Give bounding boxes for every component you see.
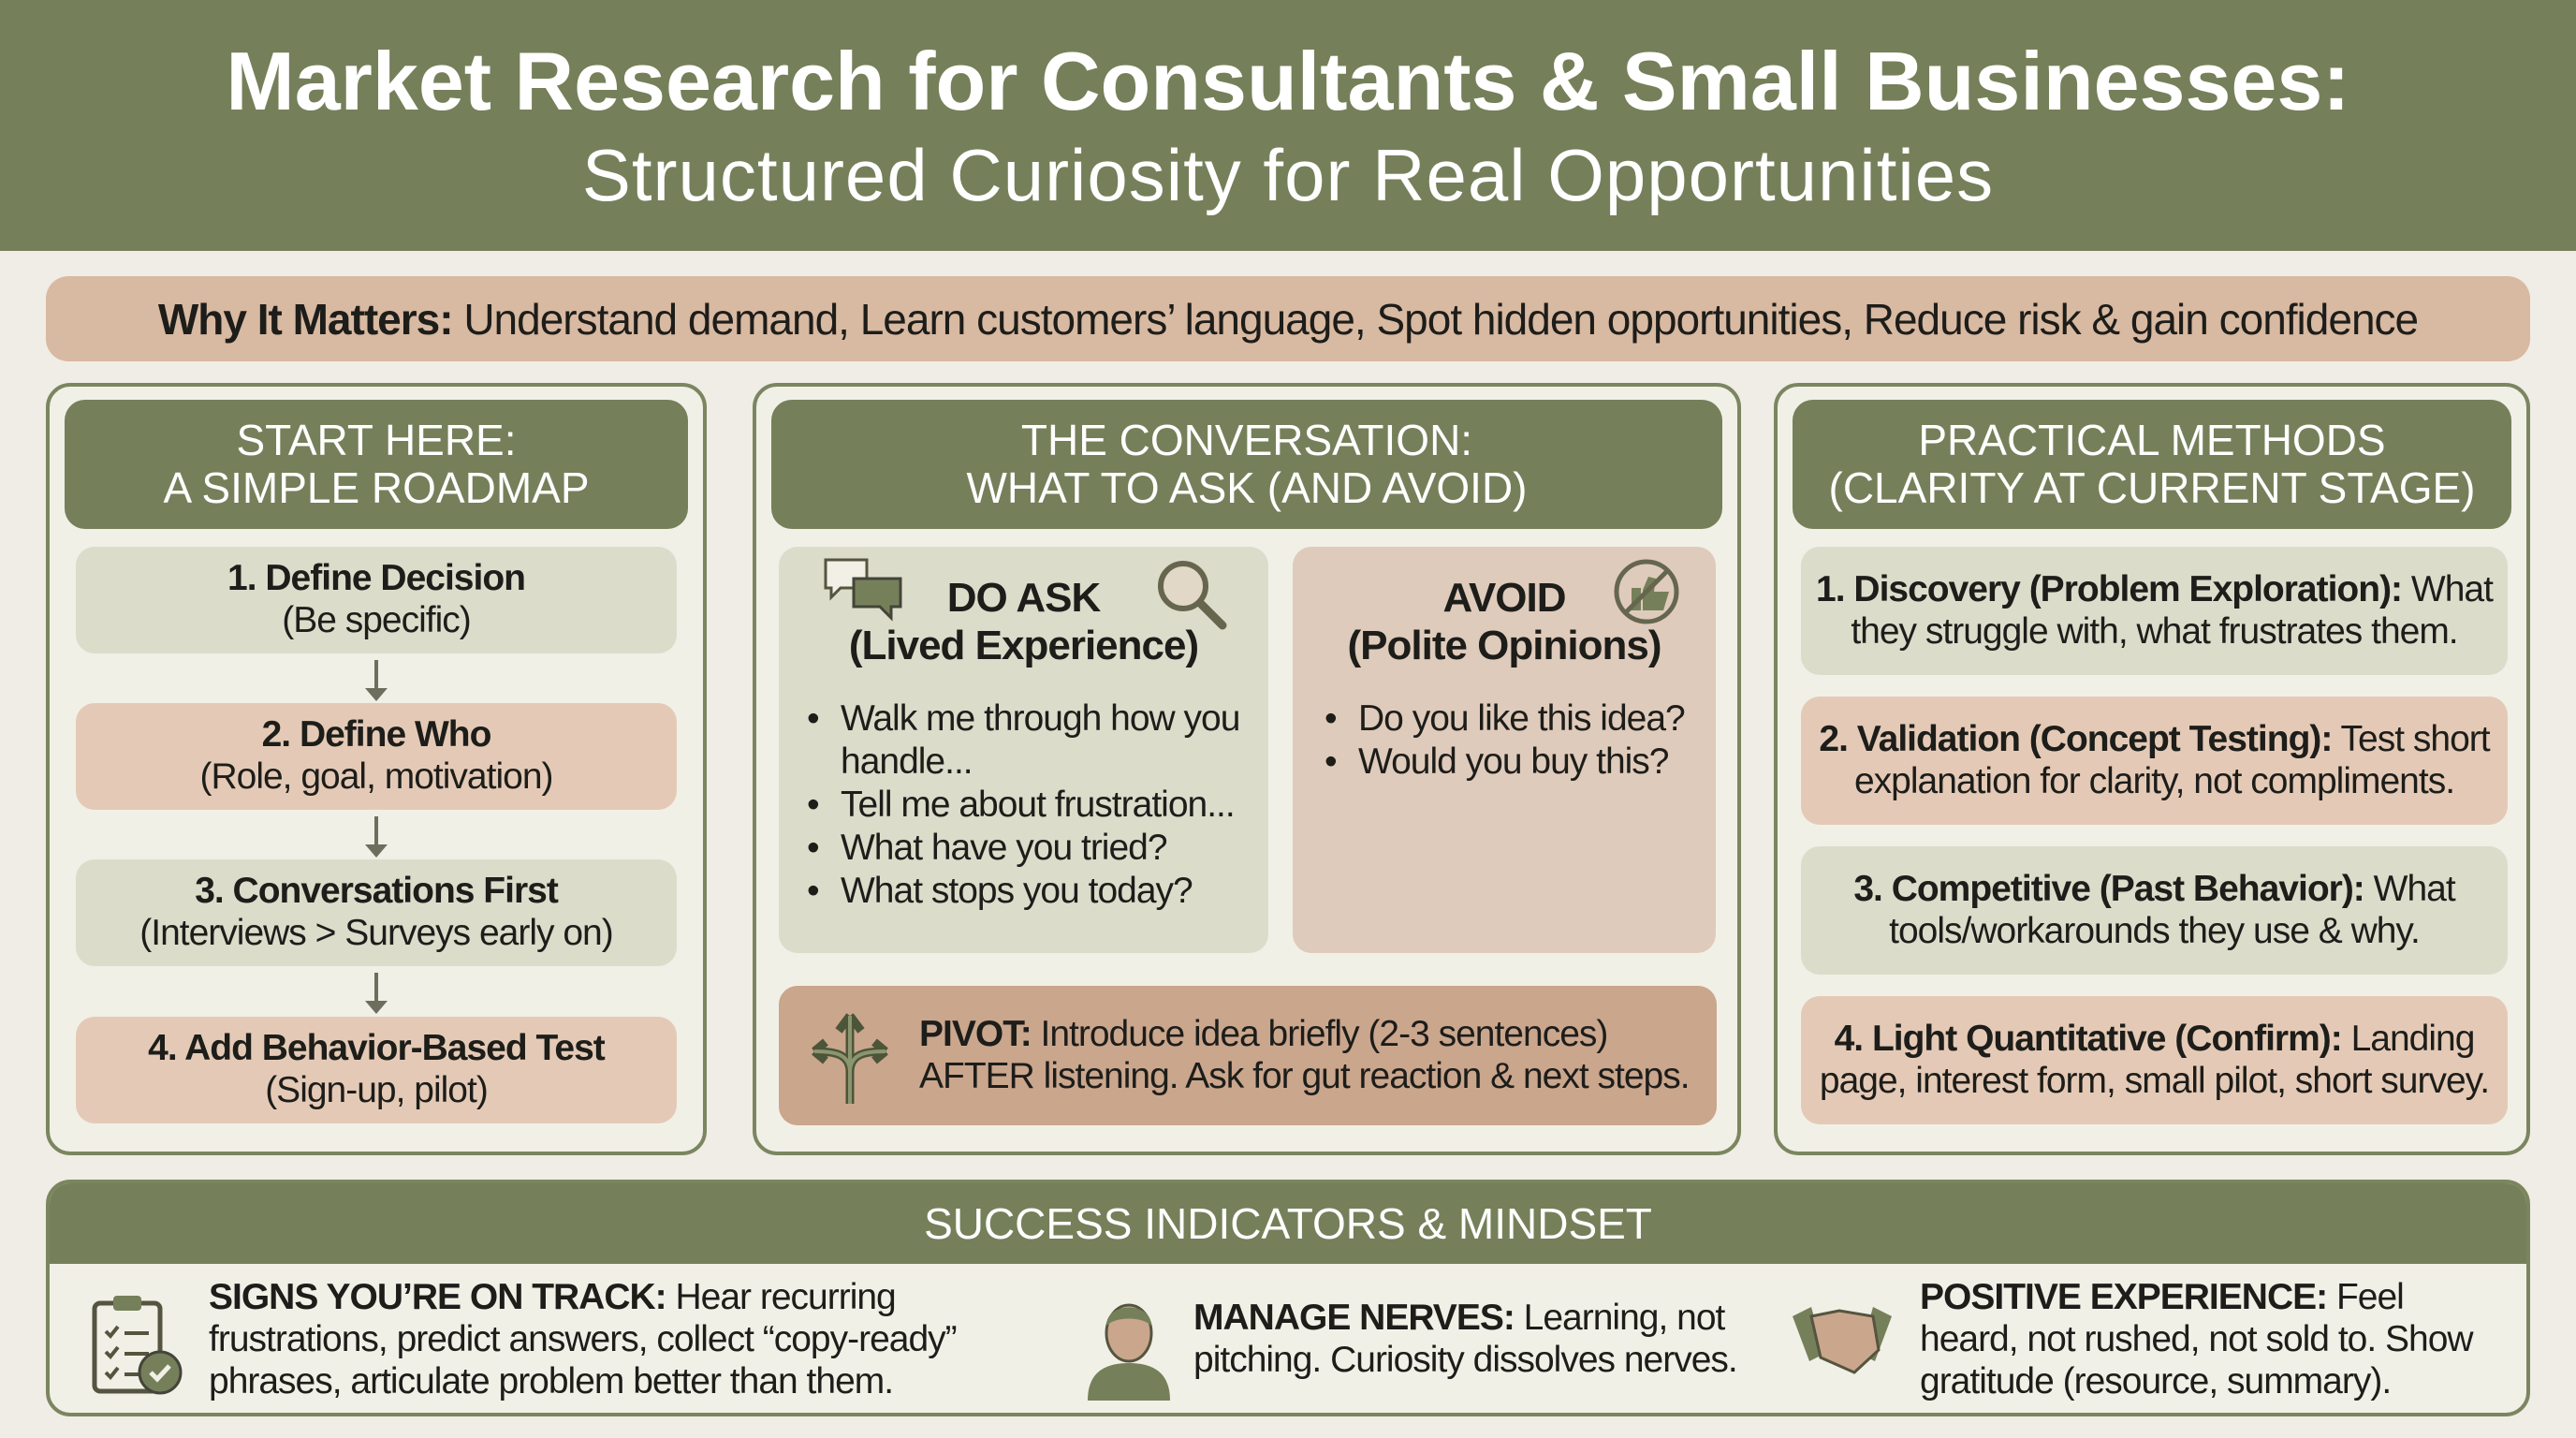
success-item-on-track: SIGNS YOU’RE ON TRACK: Hear recurring fr… bbox=[209, 1277, 1014, 1403]
no-thumbs-up-icon bbox=[1614, 559, 1679, 624]
roadmap-header: START HERE:A SIMPLE ROADMAP bbox=[65, 400, 688, 529]
method-label: 4. Light Quantitative (Confirm): bbox=[1834, 1018, 2343, 1059]
methods-panel: PRACTICAL METHODS(CLARITY AT CURRENT STA… bbox=[1774, 383, 2530, 1155]
step-sub: (Sign-up, pilot) bbox=[265, 1070, 489, 1110]
step-title: 1. Define Decision bbox=[227, 558, 526, 599]
list-item: Do you like this idea? bbox=[1325, 697, 1697, 741]
method-label: 3. Competitive (Past Behavior): bbox=[1853, 868, 2364, 909]
success-label: POSITIVE EXPERIENCE: bbox=[1920, 1277, 2328, 1317]
method-text: What they struggle with, what frustrates… bbox=[1851, 568, 2494, 652]
split-arrows-icon bbox=[812, 1013, 888, 1104]
magnifier-icon bbox=[1158, 561, 1227, 630]
success-text: Learning, not pitching. Curiosity dissol… bbox=[1193, 1298, 1738, 1380]
avoid-title: AVOID bbox=[1442, 575, 1566, 621]
method-item: 2. Validation (Concept Testing): Test sh… bbox=[1801, 697, 2508, 825]
arrow-down-icon bbox=[365, 973, 388, 1014]
step-sub: (Be specific) bbox=[282, 600, 472, 640]
roadmap-panel: START HERE:A SIMPLE ROADMAP 1. Define De… bbox=[46, 383, 707, 1155]
pivot-line-2: AFTER listening. Ask for gut reaction & … bbox=[919, 1055, 1690, 1096]
success-item-nerves: MANAGE NERVES: Learning, not pitching. C… bbox=[1193, 1298, 1793, 1382]
conversation-panel: THE CONVERSATION:WHAT TO ASK (AND AVOID)… bbox=[753, 383, 1741, 1155]
pivot-card: PIVOT: Introduce idea briefly (2-3 sente… bbox=[779, 986, 1717, 1125]
do-ask-subtitle: (Lived Experience) bbox=[848, 622, 1199, 668]
method-text: What tools/workarounds they use & why. bbox=[1889, 868, 2456, 951]
page-title: Market Research for Consultants & Small … bbox=[226, 35, 2350, 127]
method-item: 1. Discovery (Problem Exploration): What… bbox=[1801, 547, 2508, 675]
methods-title-1: PRACTICAL METHODS bbox=[1918, 416, 2386, 465]
list-item: What stops you today? bbox=[807, 870, 1250, 913]
pivot-line-1: Introduce idea briefly (2-3 sentences) bbox=[1031, 1013, 1609, 1054]
why-label: Why It Matters: bbox=[157, 294, 454, 344]
methods-title-2: (CLARITY AT CURRENT STAGE) bbox=[1828, 463, 2476, 512]
why-text: Understand demand, Learn customers’ lang… bbox=[452, 294, 2419, 344]
avoid-subtitle: (Polite Opinions) bbox=[1347, 622, 1662, 668]
pivot-label: PIVOT: bbox=[919, 1013, 1032, 1054]
conversation-header: THE CONVERSATION:WHAT TO ASK (AND AVOID) bbox=[771, 400, 1722, 529]
roadmap-title-1: START HERE: bbox=[236, 416, 517, 465]
chat-bubbles-icon bbox=[824, 558, 902, 622]
roadmap-step: 4. Add Behavior-Based Test(Sign-up, pilo… bbox=[76, 1017, 677, 1123]
methods-header: PRACTICAL METHODS(CLARITY AT CURRENT STA… bbox=[1793, 400, 2511, 529]
page-subtitle: Structured Curiosity for Real Opportunit… bbox=[581, 134, 1995, 216]
conversation-title-1: THE CONVERSATION: bbox=[1020, 416, 1473, 465]
step-title: 3. Conversations First bbox=[195, 871, 559, 912]
roadmap-step: 2. Define Who(Role, goal, motivation) bbox=[76, 703, 677, 810]
header: Market Research for Consultants & Small … bbox=[0, 0, 2576, 251]
do-ask-title: DO ASK bbox=[946, 575, 1102, 621]
success-text: Hear recurring frustrations, predict ans… bbox=[209, 1277, 958, 1401]
arrow-down-icon bbox=[365, 816, 388, 858]
list-item: Walk me through how you handle... bbox=[807, 697, 1250, 784]
success-header: SUCCESS INDICATORS & MINDSET bbox=[50, 1183, 2526, 1264]
method-item: 3. Competitive (Past Behavior): What too… bbox=[1801, 846, 2508, 975]
method-item: 4. Light Quantitative (Confirm): Landing… bbox=[1801, 996, 2508, 1124]
success-label: MANAGE NERVES: bbox=[1193, 1298, 1515, 1338]
step-sub: (Interviews > Surveys early on) bbox=[139, 913, 613, 953]
roadmap-title-2: A SIMPLE ROADMAP bbox=[163, 463, 590, 512]
list-item: What have you tried? bbox=[807, 827, 1250, 870]
method-text: Test short explanation for clarity, not … bbox=[1853, 718, 2491, 801]
avoid-list: Do you like this idea? Would you buy thi… bbox=[1293, 697, 1716, 784]
handshake-icon bbox=[1793, 1307, 1892, 1374]
why-it-matters-bar: Why It Matters: Understand demand, Learn… bbox=[46, 276, 2530, 361]
step-sub: (Role, goal, motivation) bbox=[199, 756, 553, 797]
clipboard-check-icon bbox=[92, 1296, 183, 1395]
step-title: 4. Add Behavior-Based Test bbox=[148, 1028, 606, 1069]
person-icon bbox=[1088, 1303, 1170, 1401]
do-ask-card: DO ASK (Lived Experience) Walk me throug… bbox=[779, 547, 1268, 953]
step-title: 2. Define Who bbox=[261, 714, 492, 756]
success-panel: SUCCESS INDICATORS & MINDSET SIGNS YOU’R… bbox=[46, 1180, 2530, 1416]
list-item: Tell me about frustration... bbox=[807, 784, 1250, 827]
method-label: 1. Discovery (Problem Exploration): bbox=[1816, 568, 2403, 609]
avoid-card: AVOID (Polite Opinions) Do you like this… bbox=[1293, 547, 1716, 953]
success-item-positive: POSITIVE EXPERIENCE: Feel heard, not rus… bbox=[1920, 1277, 2510, 1403]
list-item: Would you buy this? bbox=[1325, 741, 1697, 784]
conversation-title-2: WHAT TO ASK (AND AVOID) bbox=[966, 463, 1528, 512]
success-label: SIGNS YOU’RE ON TRACK: bbox=[209, 1277, 667, 1317]
method-text: Landing page, interest form, small pilot… bbox=[1819, 1018, 2490, 1101]
arrow-down-icon bbox=[365, 660, 388, 701]
roadmap-step: 1. Define Decision(Be specific) bbox=[76, 547, 677, 653]
method-label: 2. Validation (Concept Testing): bbox=[1819, 718, 2333, 759]
roadmap-step: 3. Conversations First(Interviews > Surv… bbox=[76, 859, 677, 966]
do-ask-list: Walk me through how you handle... Tell m… bbox=[779, 697, 1268, 913]
success-text: Feel heard, not rushed, not sold to. Sho… bbox=[1920, 1277, 2474, 1401]
